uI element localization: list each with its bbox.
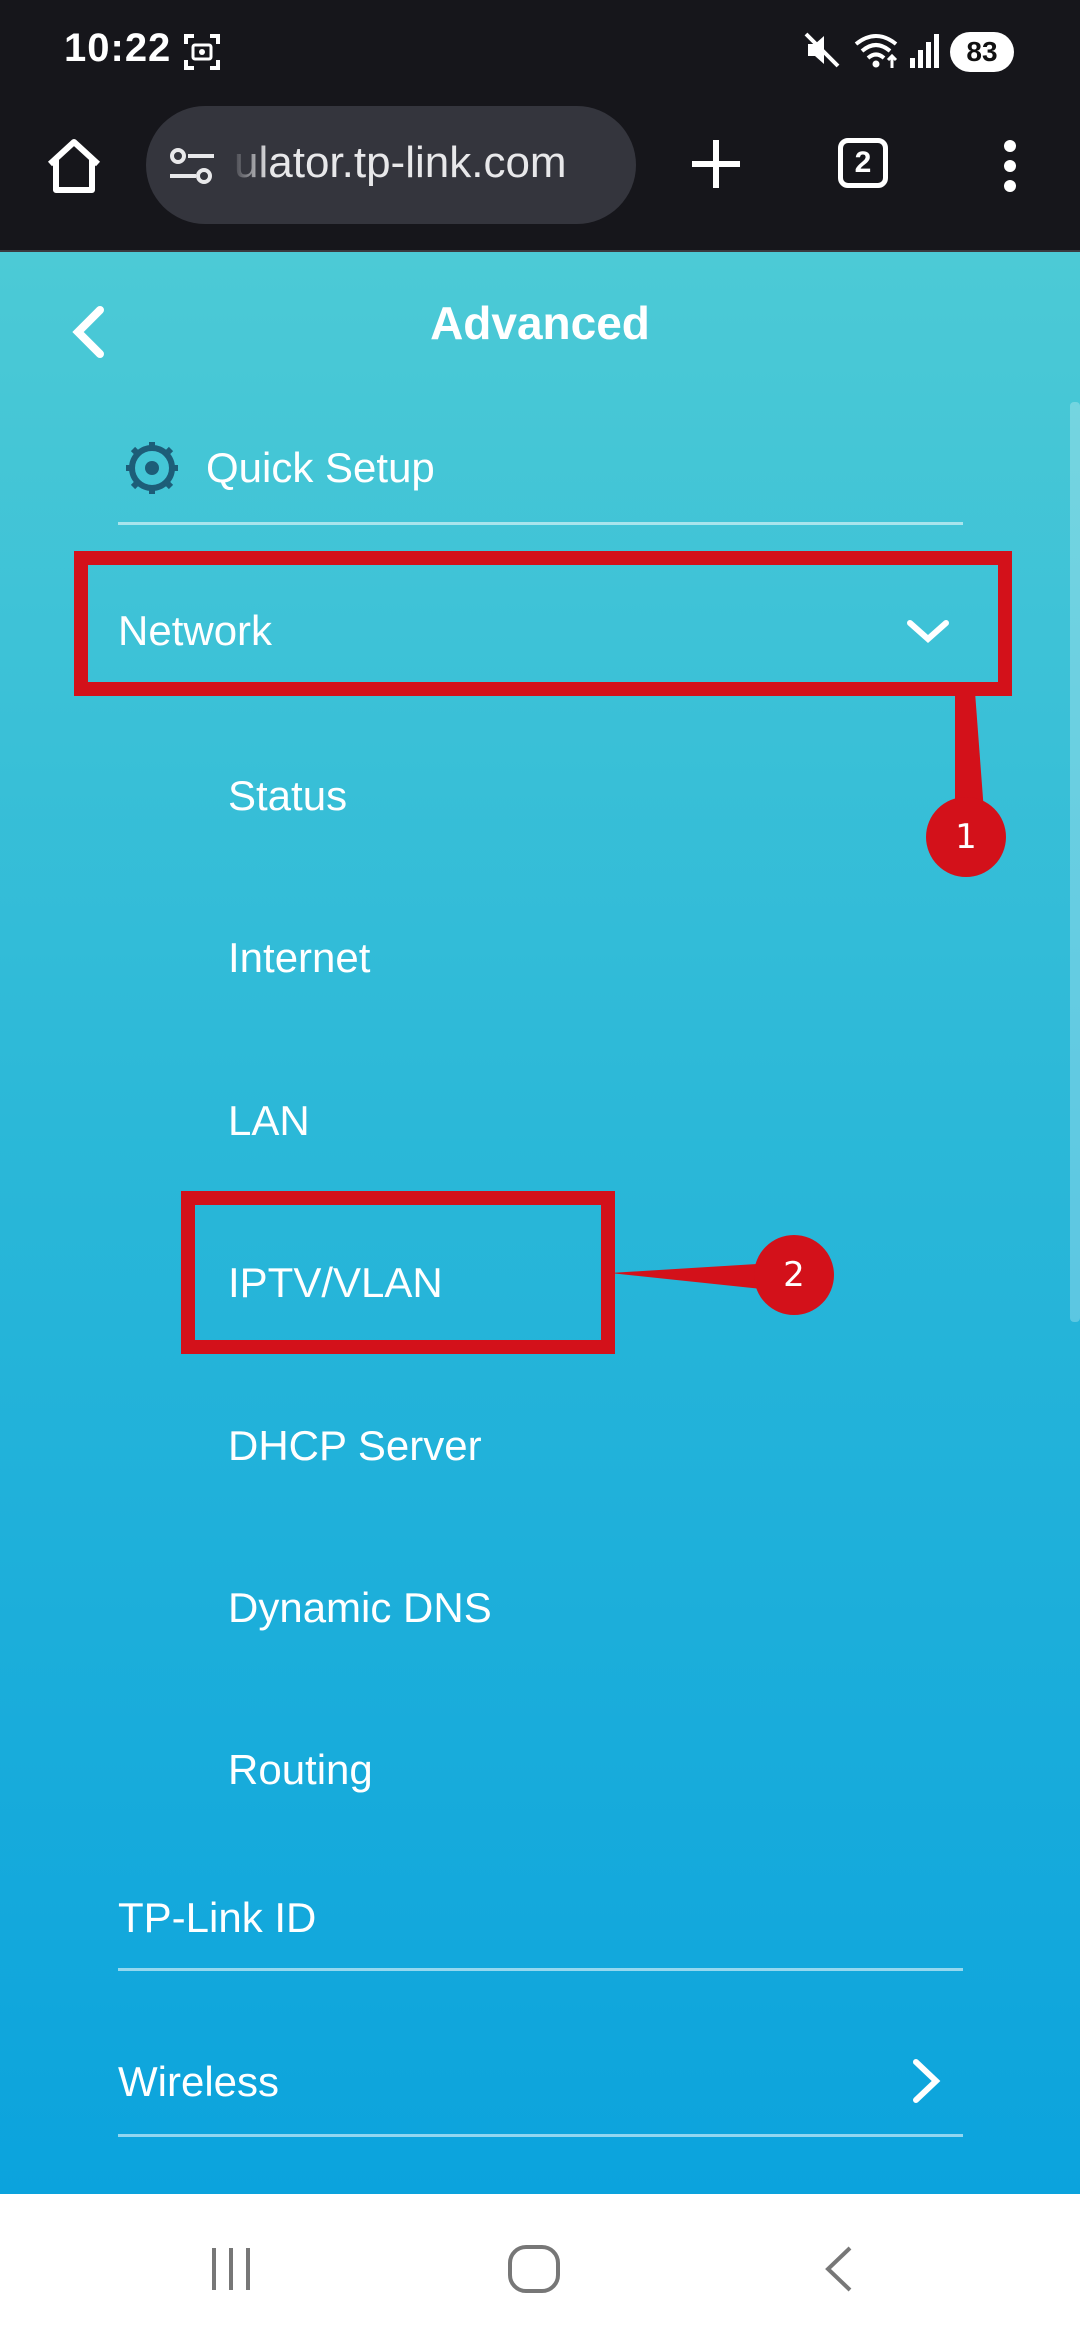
callout-1-pointer [955,692,985,825]
home-icon[interactable] [42,134,106,198]
mute-icon [804,32,840,68]
callout-badge-2: 2 [754,1235,834,1315]
gear-icon [126,442,178,494]
screenshot-icon [184,34,220,70]
plus-icon[interactable] [684,132,748,196]
back-chevron-icon[interactable] [64,302,114,362]
menu-item-quick-setup-label: Quick Setup [206,444,435,491]
router-admin-page: Advanced Quick Setup Network Status Inte… [0,252,1080,2194]
menu-item-wireless[interactable]: Wireless [118,2058,963,2137]
submenu-item-status[interactable]: Status [228,772,348,819]
callout-badge-1: 1 [926,797,1006,877]
system-navigation-bar [0,2194,1080,2340]
chevron-down-icon [907,620,949,644]
menu-item-network[interactable]: Network [118,607,963,667]
browser-toolbar: ulator.tp-link.com 2 [0,100,1080,252]
submenu-item-lan[interactable]: LAN [228,1097,310,1144]
page-title: Advanced [430,297,650,349]
callout-2-pointer [610,1262,790,1292]
back-nav-icon[interactable] [818,2244,858,2294]
submenu-item-internet[interactable]: Internet [228,934,371,981]
menu-item-tplink-id[interactable]: TP-Link ID [118,1894,963,1971]
status-time: 10:22 [64,26,172,70]
submenu-item-dhcp-server[interactable]: DHCP Server [228,1422,482,1469]
tab-switcher-button[interactable]: 2 [838,138,888,188]
url-fade [230,106,270,224]
submenu-item-iptv-vlan[interactable]: IPTV/VLAN [228,1259,443,1306]
url-text: ulator.tp-link.com [234,138,567,187]
iptv-vlan-highlight-box [181,1191,615,1354]
recent-apps-icon[interactable] [206,2244,256,2294]
battery-indicator: 83 [950,32,1014,72]
menu-item-network-label: Network [118,607,273,654]
home-nav-icon[interactable] [506,2244,562,2294]
address-bar[interactable]: ulator.tp-link.com [146,106,636,224]
submenu-item-dynamic-dns[interactable]: Dynamic DNS [228,1584,492,1631]
more-vert-icon[interactable] [990,136,1030,196]
site-settings-icon[interactable] [168,146,216,186]
network-highlight-box [74,551,1012,696]
menu-item-tplink-id-label: TP-Link ID [118,1894,317,1941]
status-bar: 10:22 83 [0,0,1080,100]
wifi-icon [854,34,898,68]
submenu-item-routing[interactable]: Routing [228,1746,373,1793]
menu-item-wireless-label: Wireless [118,2058,280,2105]
menu-item-quick-setup[interactable]: Quick Setup [118,442,963,525]
chevron-right-icon [913,2059,941,2103]
signal-icon [910,34,939,68]
page-scrollbar[interactable] [1070,402,1080,1322]
